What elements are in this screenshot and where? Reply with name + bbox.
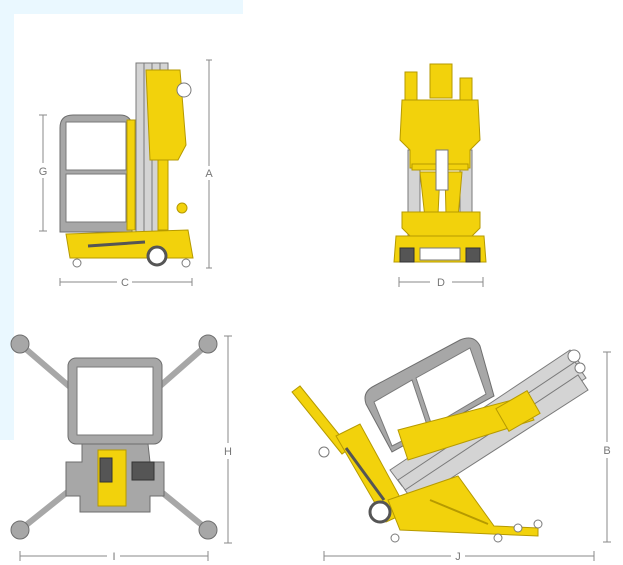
basket-window-upper: [65, 121, 127, 171]
rear-wheel: [146, 245, 168, 267]
front-view: [393, 63, 487, 263]
dimension-label-a: A: [205, 168, 213, 180]
dimension-b: B: [603, 351, 611, 543]
front-center-window: [435, 149, 449, 191]
dimension-j: J: [323, 551, 595, 563]
top-basket-floor: [76, 366, 154, 436]
dimension-label-b: B: [603, 445, 610, 457]
mast-brace: [157, 159, 169, 231]
base-handle: [87, 240, 146, 248]
basket-window-lower: [65, 173, 127, 223]
rear-caster: [181, 258, 191, 268]
outrigger-pad-bottom-left: [10, 520, 30, 540]
dimension-label-i: I: [112, 551, 115, 563]
tilted-caster-2: [493, 533, 503, 543]
front-upper-body: [399, 99, 481, 169]
dimension-label-c: C: [121, 277, 129, 289]
outrigger-pad-bottom-right: [198, 520, 218, 540]
mast-head: [145, 69, 187, 161]
tilted-base-handle: [344, 447, 386, 501]
page-tint-left: [0, 0, 14, 440]
front-wheel-right: [465, 247, 481, 263]
tilted-mast-head: [495, 390, 541, 432]
tilted-basket-window-right: [415, 347, 487, 427]
front-caster: [72, 258, 82, 268]
dimension-a: A: [205, 59, 213, 269]
tilted-caster-3: [513, 523, 523, 533]
top-motor: [99, 457, 113, 483]
top-control: [131, 461, 155, 481]
tilted-handle-caster: [318, 446, 330, 458]
mast-pulley: [176, 82, 192, 98]
front-bracket-left: [404, 71, 418, 103]
dimension-g: G: [39, 114, 48, 232]
page-tint-top: [0, 0, 243, 14]
tilted-caster-1: [390, 533, 400, 543]
front-wheel-left: [399, 247, 415, 263]
dimension-h: H: [224, 335, 232, 544]
tilted-pulley-2: [574, 362, 586, 374]
tilted-view: [291, 337, 589, 543]
tilted-main-wheel: [368, 500, 392, 524]
outrigger-pad-top-left: [10, 334, 30, 354]
front-lower-body: [401, 211, 481, 237]
dimension-label-g: G: [39, 166, 48, 178]
side-view: [59, 62, 194, 268]
tilted-pulley-1: [567, 349, 581, 363]
dimension-i: I: [19, 551, 209, 563]
front-mast-head: [429, 63, 453, 99]
top-view: [10, 334, 218, 540]
outrigger-pad-top-right: [198, 334, 218, 354]
dimension-label-h: H: [224, 446, 232, 458]
dimension-label-d: D: [437, 277, 445, 289]
mast-section-1: [135, 62, 145, 236]
side-knob: [176, 202, 188, 214]
tilted-caster-4: [533, 519, 543, 529]
dimension-d: D: [398, 277, 484, 289]
carriage-rail: [126, 119, 136, 231]
dimension-c: C: [59, 277, 193, 289]
front-base-slot: [419, 247, 461, 261]
dimension-label-j: J: [455, 551, 461, 563]
